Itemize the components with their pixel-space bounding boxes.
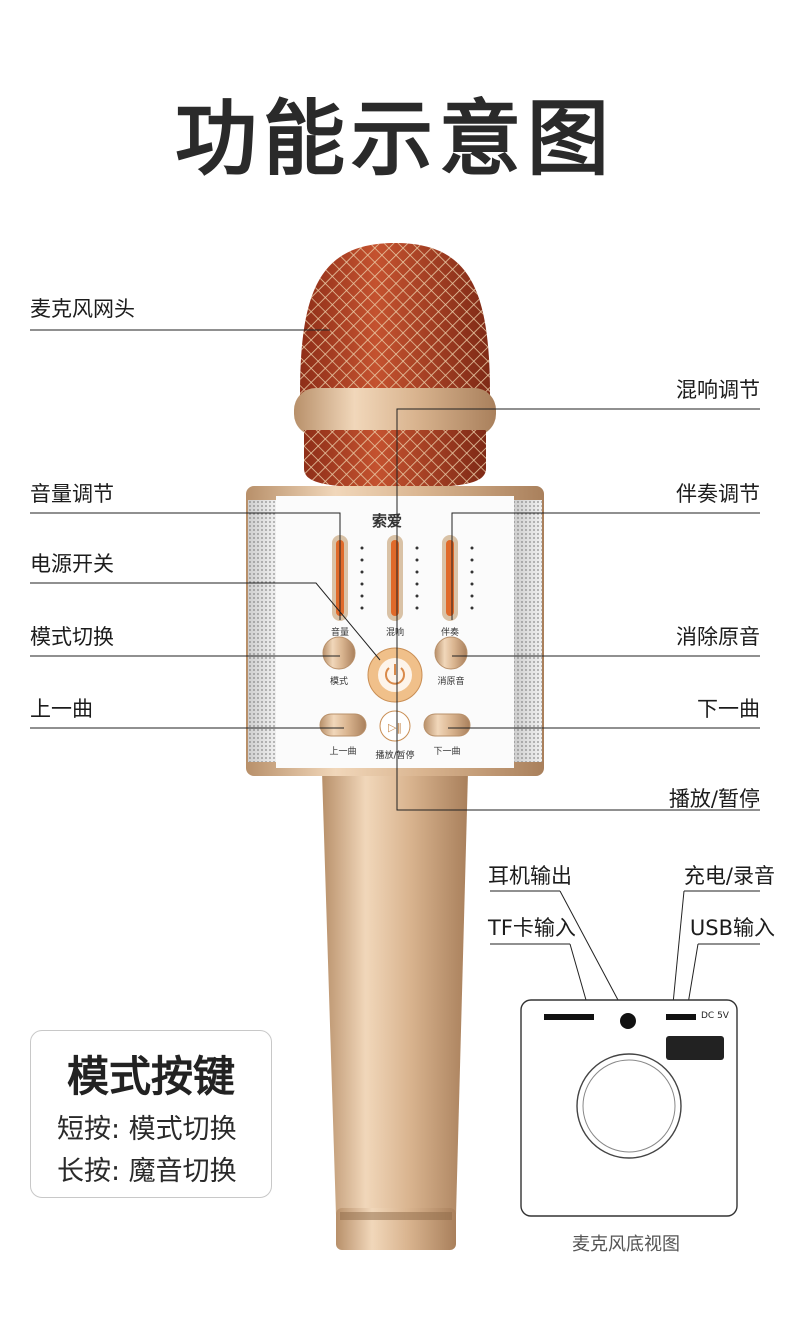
label-charge-record: 充电/录音 — [683, 864, 775, 888]
next-button — [423, 713, 471, 737]
vocal-remove-button — [434, 636, 468, 670]
label-mode-switch: 模式切换 — [30, 625, 114, 649]
page-title: 功能示意图 — [174, 92, 615, 187]
label-headphone: 耳机输出 — [488, 864, 572, 888]
panel-label-mode: 模式 — [329, 677, 348, 687]
bottom-view — [520, 999, 738, 1217]
label-grille: 麦克风网头 — [30, 297, 135, 321]
label-prev: 上一曲 — [30, 697, 93, 721]
slider-accompaniment — [442, 535, 458, 621]
panel-label-prev: 上一曲 — [329, 747, 357, 757]
panel-label-volume: 音量 — [330, 628, 349, 638]
panel-label-reverb: 混响 — [385, 628, 404, 638]
tf-slot — [544, 1014, 594, 1020]
label-volume: 音量调节 — [30, 482, 114, 506]
panel-label-accompaniment: 伴奏 — [440, 628, 459, 638]
mode-key-title: 模式按键 — [66, 1052, 235, 1101]
label-next: 下一曲 — [697, 697, 760, 721]
charge-slot — [666, 1014, 696, 1020]
brand-logo: 索爱 — [372, 512, 403, 530]
label-usb-input: USB输入 — [689, 916, 775, 940]
svg-text:▷‖: ▷‖ — [388, 721, 402, 734]
slider-reverb — [387, 535, 403, 621]
usb-port — [666, 1036, 724, 1060]
label-power: 电源开关 — [30, 552, 114, 576]
dc-label: DC 5V — [701, 1011, 729, 1021]
label-accompaniment: 伴奏调节 — [676, 482, 760, 506]
label-tf-input: TF卡输入 — [488, 916, 576, 940]
label-vocal-remove: 消除原音 — [676, 625, 760, 649]
leader-lines — [30, 329, 760, 1041]
label-reverb: 混响调节 — [676, 378, 760, 402]
mode-key-box: 模式按键 短按: 模式切换 长按: 魔音切换 — [30, 1030, 272, 1198]
play-pause-button — [379, 710, 411, 742]
mode-key-short: 短按: 模式切换 — [57, 1114, 237, 1145]
mode-button — [322, 636, 356, 670]
panel-label-play: 播放/暂停 — [375, 751, 415, 761]
bottom-view-caption: 麦克风底视图 — [572, 1234, 680, 1255]
mode-key-long: 长按: 魔音切换 — [57, 1156, 237, 1187]
panel-label-next: 下一曲 — [433, 747, 461, 757]
label-play-pause: 播放/暂停 — [668, 787, 760, 811]
prev-button — [319, 713, 367, 737]
headphone-jack — [620, 1013, 636, 1029]
panel-label-vocal: 消原音 — [437, 677, 465, 687]
head-ring — [294, 388, 496, 436]
handle — [322, 772, 468, 1215]
